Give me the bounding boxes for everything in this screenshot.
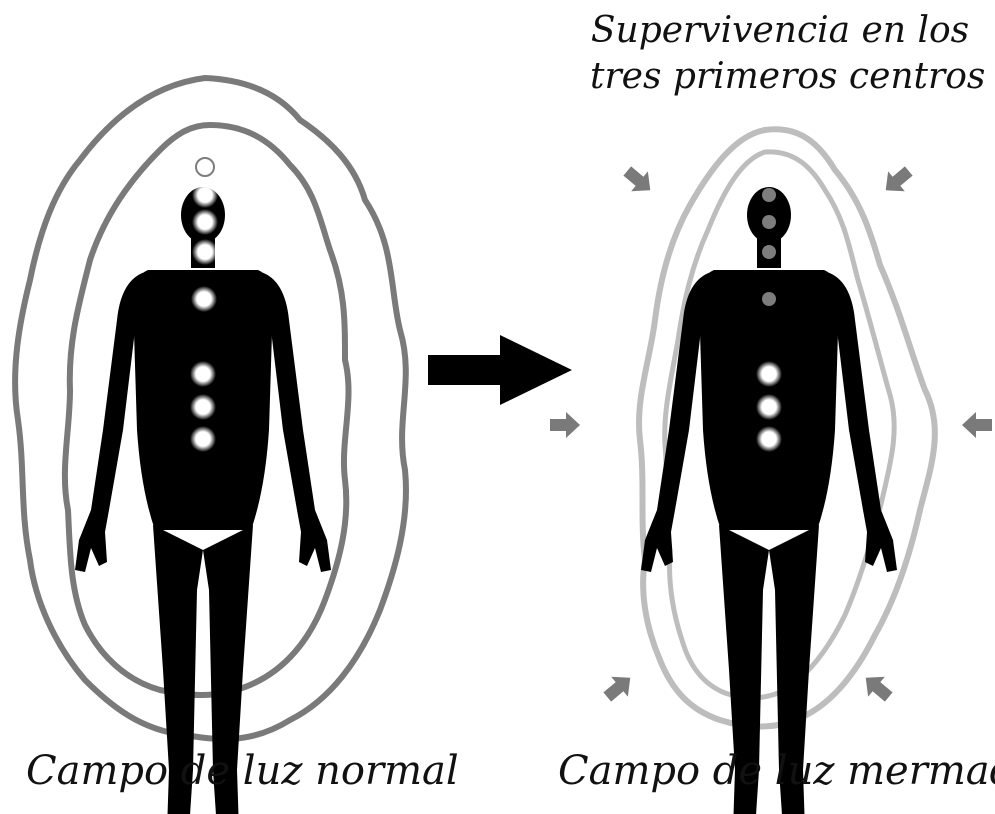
- caption-survival: Supervivencia en los tres primeros centr…: [590, 8, 986, 100]
- chakra-point: [192, 239, 218, 265]
- chakra-point: [190, 426, 216, 452]
- chakra-point: [190, 361, 216, 387]
- caption-survival-line2: tres primeros centros: [590, 56, 986, 97]
- pressure-arrow: [550, 412, 580, 438]
- chakra-point: [756, 361, 782, 387]
- chakra-point-dim: [762, 188, 776, 202]
- aura-outer-ring: [636, 126, 938, 730]
- pressure-arrow: [877, 161, 918, 201]
- chakra-point: [191, 286, 217, 312]
- chakra-point-dim: [762, 215, 776, 229]
- pressure-arrow: [962, 412, 992, 438]
- caption-normal-field: Campo de luz normal: [26, 748, 459, 794]
- figure-normal: [12, 74, 409, 814]
- aura-inner-ring: [61, 121, 352, 698]
- pressure-arrow: [598, 667, 639, 707]
- chakra-point: [756, 394, 782, 420]
- crown-chakra-outline: [195, 157, 215, 177]
- chakra-point-dim: [762, 292, 776, 306]
- transition-arrow: [428, 335, 572, 405]
- chakra-point-dim: [762, 245, 776, 259]
- chakra-point: [192, 182, 218, 208]
- figure-diminished: [636, 126, 938, 814]
- caption-survival-line1: Supervivencia en los: [590, 10, 970, 51]
- pressure-arrow: [857, 667, 898, 707]
- chakra-point: [756, 426, 782, 452]
- chakra-point: [190, 394, 216, 420]
- caption-diminished-field: Campo de luz mermado: [558, 748, 995, 794]
- pressure-arrow: [618, 161, 659, 201]
- chakra-point: [192, 209, 218, 235]
